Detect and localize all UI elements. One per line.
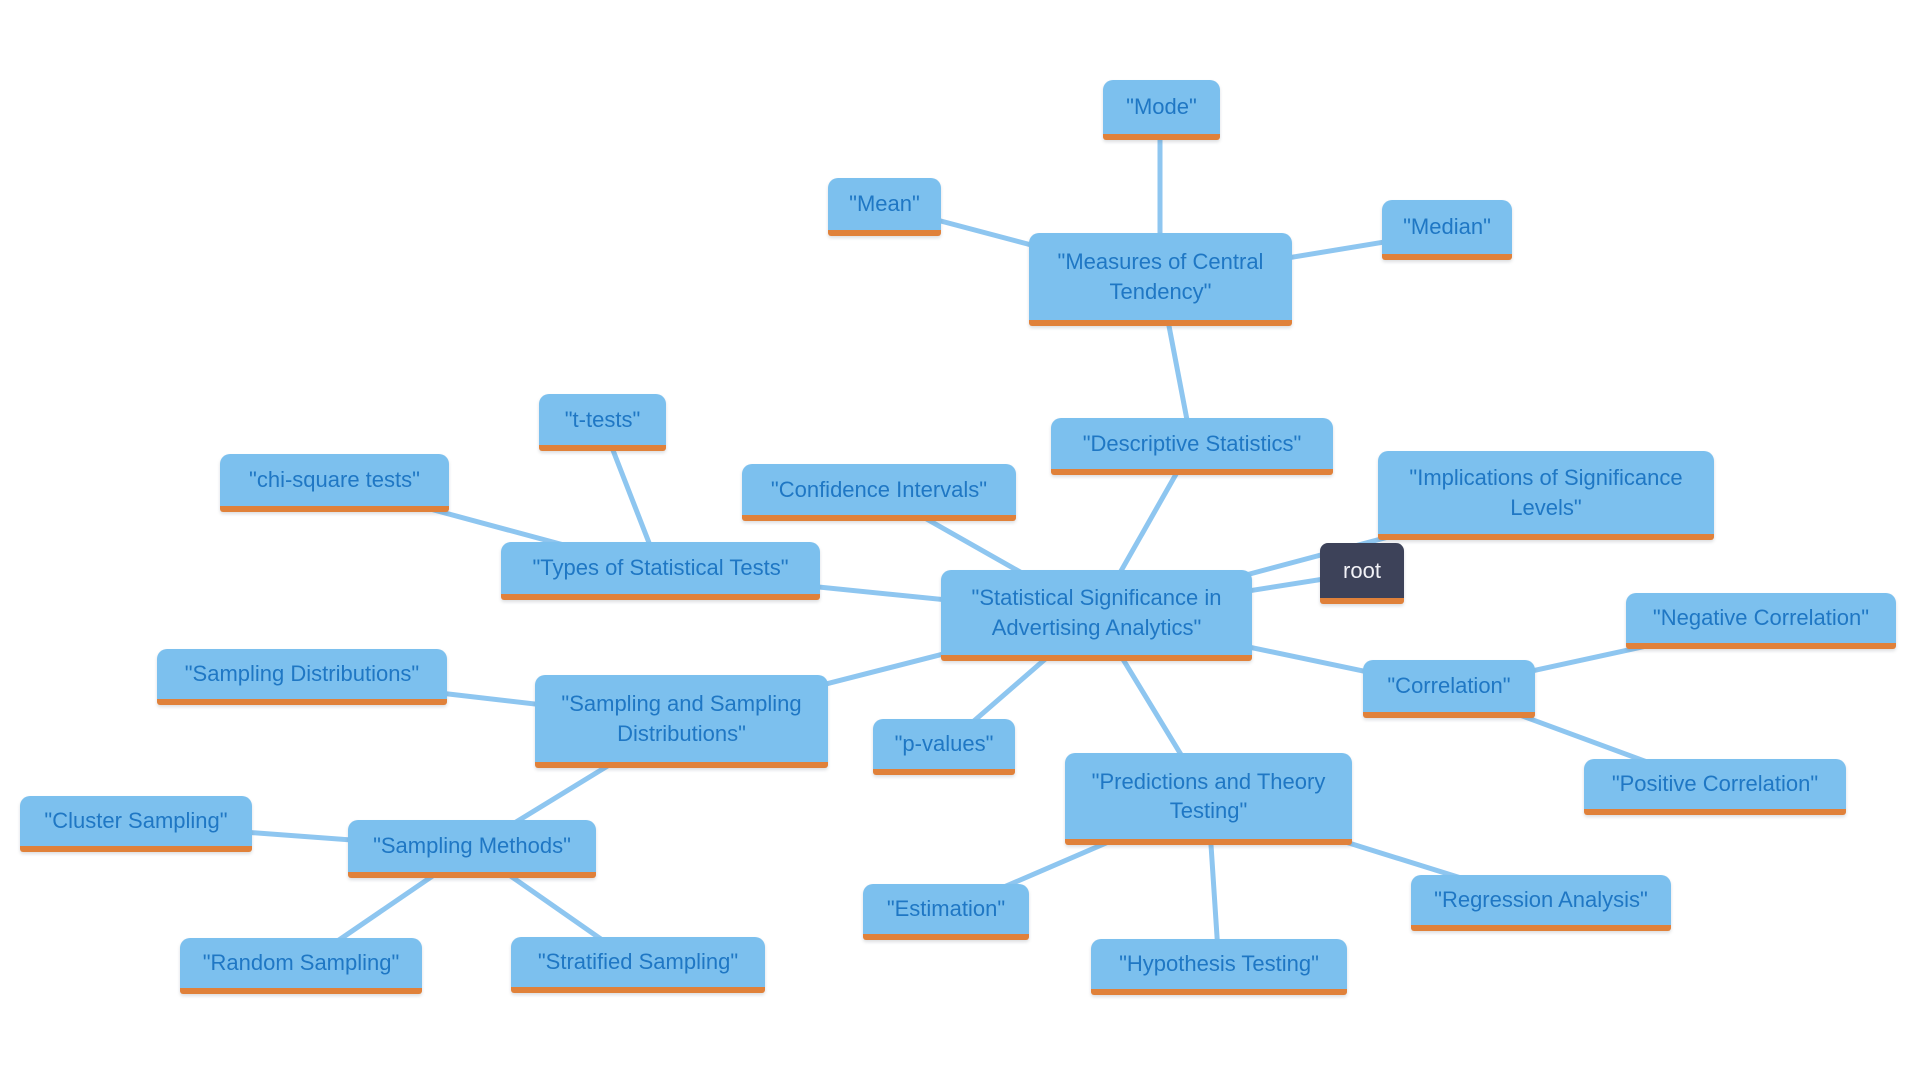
node-central-statistical-significance[interactable]: "Statistical Significance in Advertising…	[941, 570, 1252, 661]
node-sampling-distributions[interactable]: "Sampling Distributions"	[157, 649, 447, 705]
node-types-of-statistical-tests[interactable]: "Types of Statistical Tests"	[501, 542, 820, 600]
node-predictions-and-theory-testing[interactable]: "Predictions and Theory Testing"	[1065, 753, 1352, 845]
node-measures-of-central-tendency[interactable]: "Measures of Central Tendency"	[1029, 233, 1292, 326]
node-confidence-intervals[interactable]: "Confidence Intervals"	[742, 464, 1016, 521]
node-root[interactable]: root	[1320, 543, 1404, 604]
node-sampling-methods[interactable]: "Sampling Methods"	[348, 820, 596, 878]
node-regression-analysis[interactable]: "Regression Analysis"	[1411, 875, 1671, 931]
node-positive-correlation[interactable]: "Positive Correlation"	[1584, 759, 1846, 815]
node-descriptive-statistics[interactable]: "Descriptive Statistics"	[1051, 418, 1333, 475]
node-correlation[interactable]: "Correlation"	[1363, 660, 1535, 718]
node-random-sampling[interactable]: "Random Sampling"	[180, 938, 422, 994]
node-cluster-sampling[interactable]: "Cluster Sampling"	[20, 796, 252, 852]
node-chi-square-tests[interactable]: "chi-square tests"	[220, 454, 449, 512]
node-sampling-and-sampling-distributions[interactable]: "Sampling and Sampling Distributions"	[535, 675, 828, 768]
node-estimation[interactable]: "Estimation"	[863, 884, 1029, 940]
node-negative-correlation[interactable]: "Negative Correlation"	[1626, 593, 1896, 649]
node-hypothesis-testing[interactable]: "Hypothesis Testing"	[1091, 939, 1347, 995]
node-implications-of-significance-levels[interactable]: "Implications of Significance Levels"	[1378, 451, 1714, 540]
node-mean[interactable]: "Mean"	[828, 178, 941, 236]
node-p-values[interactable]: "p-values"	[873, 719, 1015, 775]
node-stratified-sampling[interactable]: "Stratified Sampling"	[511, 937, 765, 993]
node-mode[interactable]: "Mode"	[1103, 80, 1220, 140]
node-t-tests[interactable]: "t-tests"	[539, 394, 666, 451]
node-median[interactable]: "Median"	[1382, 200, 1512, 260]
